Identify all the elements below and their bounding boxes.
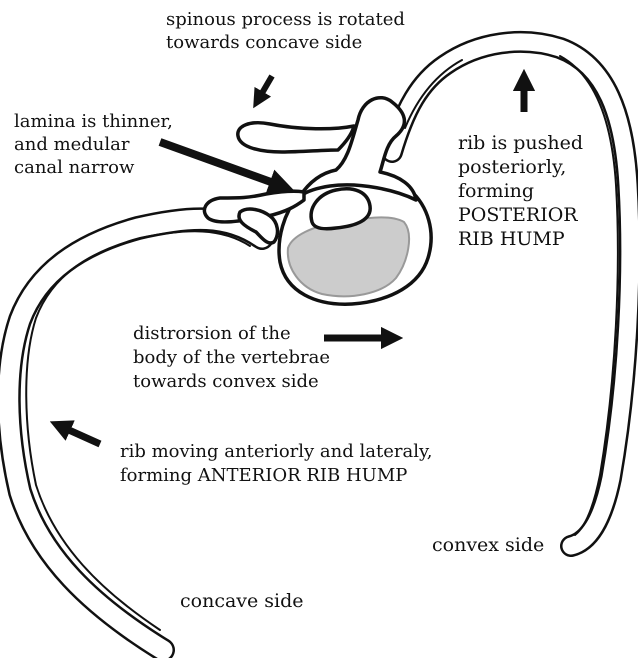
spinous-label-line-1: spinous process is rotated	[166, 8, 405, 31]
spinous-label-line-2: towards concave side	[166, 31, 405, 54]
posterior-rib-label-line-4: POSTERIOR	[458, 203, 583, 227]
posterior-rib-label-line-1: rib is pushed	[458, 131, 583, 155]
spinous-label: spinous process is rotated towards conca…	[166, 8, 405, 54]
distortion-label-line-2: body of the vertebrae	[133, 346, 330, 370]
convex-side-label: convex side	[432, 534, 544, 557]
anterior-rib-label-line-1: rib moving anteriorly and lateraly,	[120, 440, 432, 464]
distortion-label: distrorsion of the body of the vertebrae…	[133, 322, 330, 394]
lamina-label: lamina is thinner, and medular canal nar…	[14, 110, 173, 179]
anterior-rib-arrow-icon	[60, 426, 100, 444]
lamina-label-line-1: lamina is thinner,	[14, 110, 173, 133]
anterior-rib-label: rib moving anteriorly and lateraly, form…	[120, 440, 432, 488]
vertebra	[204, 98, 431, 304]
distortion-label-line-1: distrorsion of the	[133, 322, 330, 346]
concave-side-label: concave side	[180, 590, 304, 613]
lamina-label-line-3: canal narrow	[14, 156, 173, 179]
posterior-rib-label-line-3: forming	[458, 179, 583, 203]
posterior-rib-label-line-5: RIB HUMP	[458, 227, 583, 251]
lamina-label-line-2: and medular	[14, 133, 173, 156]
concave-rib	[9, 219, 262, 650]
anterior-rib-label-line-2: forming ANTERIOR RIB HUMP	[120, 464, 432, 488]
posterior-rib-label-line-2: posteriorly,	[458, 155, 583, 179]
distortion-label-line-3: towards convex side	[133, 370, 330, 394]
spinous-process	[238, 123, 354, 152]
spinous-arrow-icon	[258, 76, 272, 100]
posterior-rib-label: rib is pushed posteriorly, forming POSTE…	[458, 131, 583, 251]
